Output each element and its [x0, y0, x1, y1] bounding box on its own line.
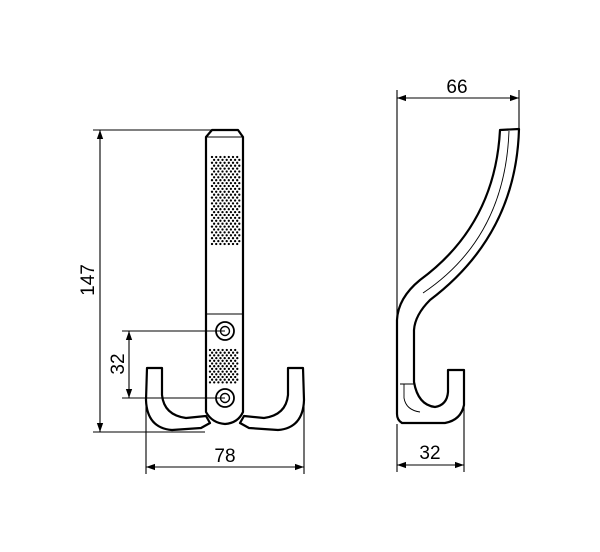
- depth-dimension: 66: [396, 77, 520, 320]
- hole-spacing-label: 32: [108, 353, 129, 374]
- hole-spacing-dimension: 32: [108, 330, 225, 399]
- hook-arms: [144, 366, 306, 432]
- side-inner-line: [422, 130, 510, 294]
- base-dimension: 32: [396, 405, 465, 472]
- width-dimension: 78: [145, 400, 305, 474]
- dot-texture-lower: [208, 348, 239, 384]
- side-view: [395, 127, 521, 425]
- height-label: 147: [78, 264, 99, 296]
- dot-texture-upper: [210, 155, 241, 246]
- side-base-detail: [400, 383, 421, 413]
- width-label: 78: [214, 446, 235, 467]
- depth-label: 66: [446, 77, 467, 98]
- base-depth-label: 32: [419, 443, 440, 464]
- front-view: [144, 128, 306, 432]
- height-dimension: 147: [78, 129, 236, 433]
- side-profile: [395, 127, 521, 425]
